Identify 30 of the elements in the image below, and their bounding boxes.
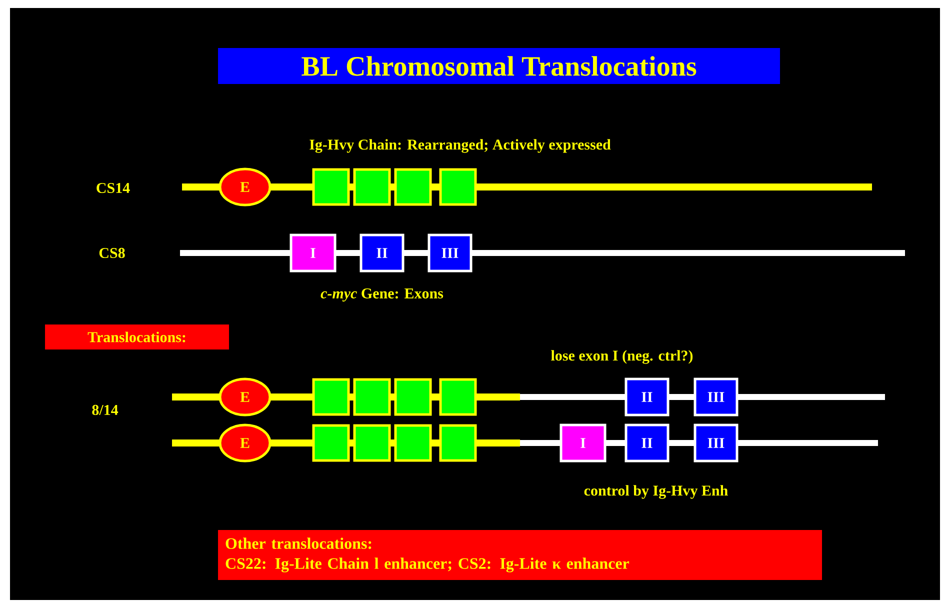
exon-box: II — [624, 424, 670, 462]
gene-segment-box — [394, 168, 432, 206]
exon-box: I — [290, 234, 336, 272]
chromosome-label: CS14 — [96, 182, 130, 194]
exon-box: I — [560, 424, 606, 462]
gene-segment-box — [394, 424, 432, 462]
gene-segment-box — [312, 168, 350, 206]
gene-caption: Ig-Hvy Chain: Rearranged; Actively expressed — [310, 139, 611, 153]
section-label: Translocations: — [45, 324, 229, 350]
gene-caption: c-myc Gene: Exons — [320, 288, 444, 302]
chromosome-label: CS8 — [99, 248, 125, 258]
gene-segment-box — [439, 424, 477, 462]
annotation-text: control by Ig-Hvy Enh — [584, 485, 728, 499]
exon-box: III — [694, 378, 738, 416]
title-banner: BL Chromosomal Translocations — [218, 48, 780, 84]
gene-segment-box — [353, 378, 391, 416]
gene-segment-box — [312, 424, 350, 462]
gene-segment-box — [394, 378, 432, 416]
exon-box: III — [694, 424, 738, 462]
exon-box: II — [360, 234, 404, 272]
gene-segment-box — [439, 378, 477, 416]
gene-segment-box — [439, 168, 477, 206]
annotation-text: lose exon I (neg. ctrl?) — [551, 350, 693, 364]
exon-box: III — [428, 234, 472, 272]
note-panel: Other translocations: CS22: Ig-Lite Chain l enhancer; CS2: Ig-Lite κ enhancer — [218, 530, 822, 580]
exon-box: II — [624, 378, 670, 416]
gene-segment-box — [353, 424, 391, 462]
chromosome-label: 8/14 — [92, 404, 118, 416]
gene-segment-box — [312, 378, 350, 416]
gene-segment-box — [353, 168, 391, 206]
